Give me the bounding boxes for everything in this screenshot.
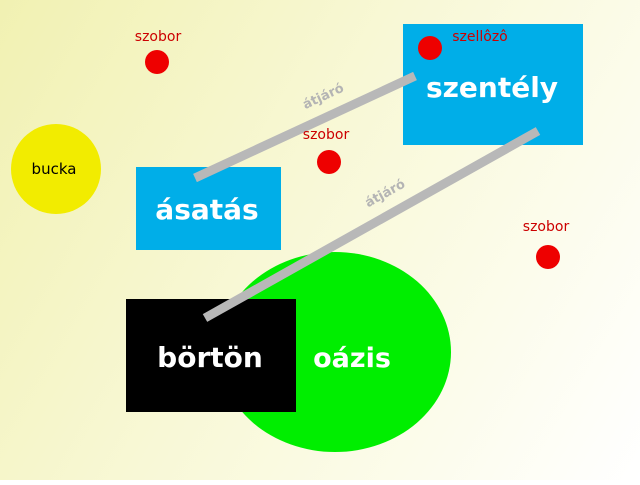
statue-marker-1[interactable] <box>145 50 169 74</box>
atjaro-passage-2[interactable] <box>202 127 541 322</box>
statue-marker-3[interactable] <box>536 245 560 269</box>
bucka-circle[interactable] <box>11 124 101 214</box>
statue-label-2: szobor <box>303 127 350 143</box>
statue-label-3: szobor <box>523 219 570 235</box>
statue-marker-2[interactable] <box>317 150 341 174</box>
borton-label: börtön <box>157 341 263 374</box>
vent-label: szellôzô <box>452 29 508 45</box>
bucka-label: bucka <box>32 160 77 178</box>
asatas-label: ásatás <box>155 193 258 226</box>
atjaro-passage-1[interactable] <box>193 71 417 183</box>
statue-label-1: szobor <box>135 29 182 45</box>
asatas-box[interactable] <box>136 167 281 250</box>
oazis-label: oázis <box>313 343 391 374</box>
vent-marker[interactable] <box>418 36 442 60</box>
szentely-label: szentély <box>426 71 558 104</box>
